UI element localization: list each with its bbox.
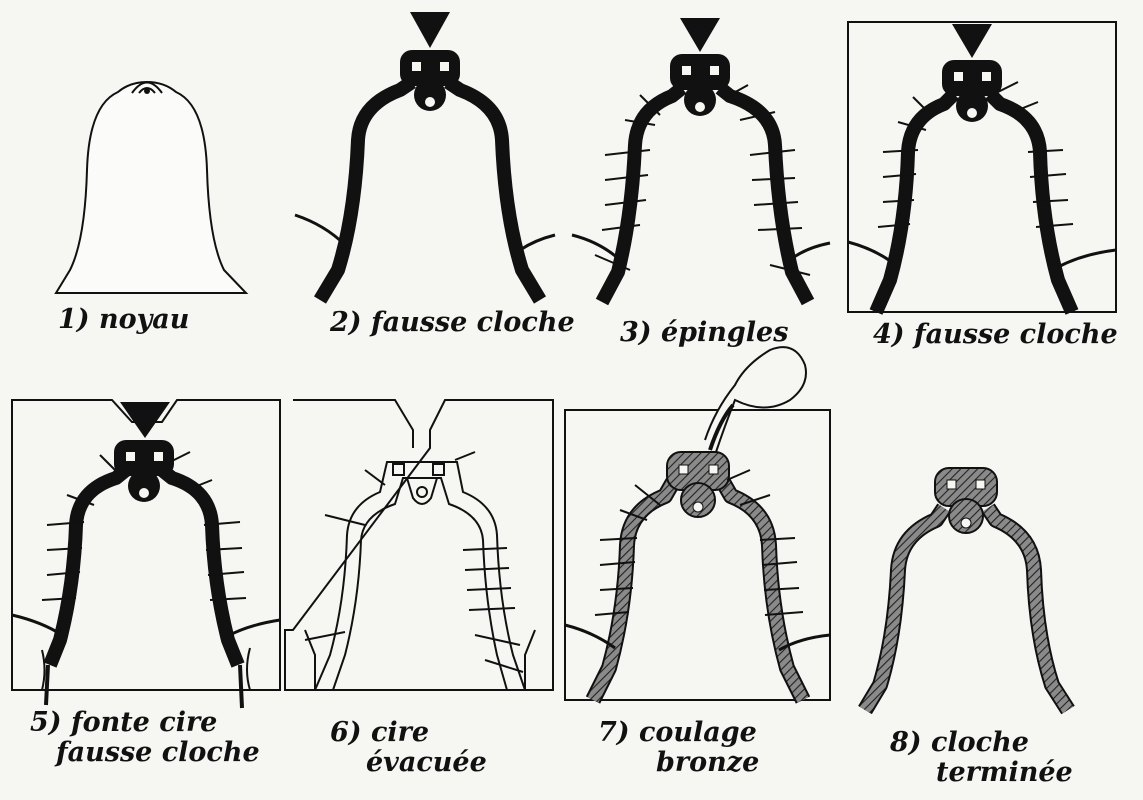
caption-step-7-line1: 7) coulage <box>598 718 759 748</box>
caption-step-6: 6) cire évacuée <box>330 718 487 778</box>
caption-step-7: 7) coulage bronze <box>598 718 759 778</box>
caption-step-2-text: 2) fausse cloche <box>330 308 575 338</box>
caption-step-5: 5) fonte cire fausse cloche <box>30 708 260 768</box>
step-6-wax-evacuated <box>285 400 553 690</box>
caption-step-2: 2) fausse cloche <box>330 308 575 338</box>
caption-step-3-text: 3) épingles <box>620 318 788 348</box>
caption-step-1-text: 1) noyau <box>58 305 189 335</box>
caption-step-8-line2: terminée <box>936 758 1073 788</box>
caption-step-7-line2: bronze <box>656 748 759 778</box>
caption-step-8: 8) cloche terminée <box>890 728 1073 788</box>
caption-step-1: 1) noyau <box>58 305 189 335</box>
step-1-core <box>56 82 246 293</box>
step-2-false-bell <box>295 12 555 300</box>
caption-step-5-line2: fausse cloche <box>56 738 260 768</box>
caption-step-8-line1: 8) cloche <box>890 728 1073 758</box>
caption-step-4: 4) fausse cloche <box>873 320 1118 350</box>
step-8-finished-bell <box>865 468 1068 710</box>
step-4-false-bell-mould <box>848 22 1116 312</box>
step-5-wax-melt <box>12 400 280 708</box>
step-7-bronze-pouring <box>565 347 830 700</box>
step-3-pins <box>572 18 830 302</box>
caption-step-4-text: 4) fausse cloche <box>873 320 1118 350</box>
caption-step-5-line1: 5) fonte cire <box>30 708 260 738</box>
caption-step-3: 3) épingles <box>620 318 788 348</box>
caption-step-6-line2: évacuée <box>366 748 487 778</box>
caption-step-6-line1: 6) cire <box>330 718 487 748</box>
